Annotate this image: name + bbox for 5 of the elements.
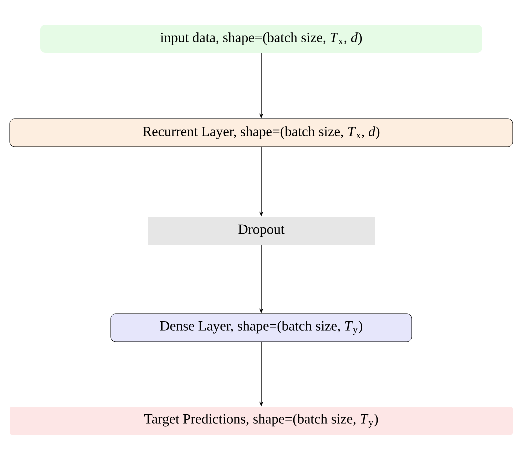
- output-box: Target Predictions, shape=(batch size, T$_{y}$): [10, 406, 513, 435]
- input-box: input data, shape=(batch size, T$_{x}$, d): [40, 25, 482, 53]
- layer-box: Dense Layer, shape=(batch size, T$_{y}$): [110, 314, 412, 342]
- dropout-box: Dropout: [148, 217, 375, 245]
- layer-box: Recurrent Layer, shape=(batch size, T$_{x}$, d): [10, 118, 514, 148]
